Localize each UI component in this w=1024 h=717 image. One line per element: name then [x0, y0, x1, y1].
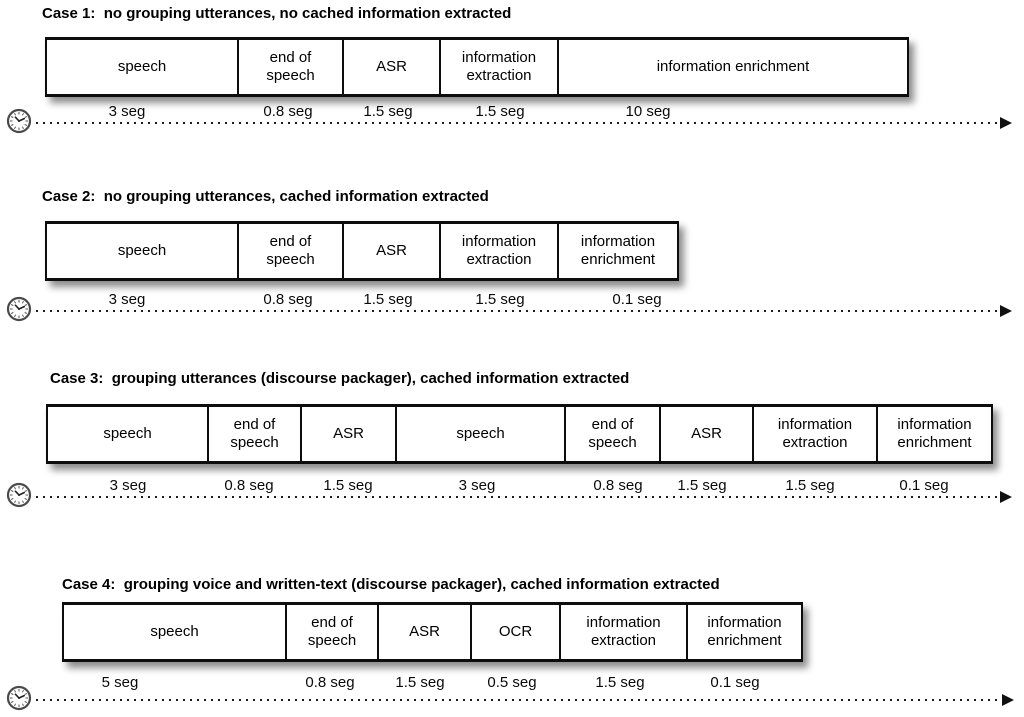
- duration-label: 3 seg: [109, 477, 147, 494]
- stage-label: ASR: [409, 623, 440, 641]
- stage-cell: information extraction: [439, 40, 557, 94]
- stage-cell: ASR: [377, 605, 470, 659]
- timeline-dotted-line: [36, 496, 1000, 498]
- duration-label: 0.1 seg: [612, 291, 662, 308]
- stage-cell: information enrichment: [876, 407, 991, 461]
- stage-cell: speech: [47, 224, 237, 278]
- duration-label: 3 seg: [108, 103, 146, 120]
- stage-label: end of speech: [307, 614, 357, 649]
- stage-label: information extraction: [461, 49, 537, 84]
- stage-cell: speech: [395, 407, 564, 461]
- stage-label: information enrichment: [656, 58, 810, 76]
- stage-label: information extraction: [586, 614, 661, 649]
- stage-box-row: speech end of speech ASR speech end of speec…: [46, 404, 993, 464]
- stage-label: end of speech: [266, 49, 315, 84]
- stage-label: information enrichment: [707, 614, 782, 649]
- duration-label: 1.5 seg: [363, 103, 413, 120]
- stage-cell: ASR: [342, 224, 439, 278]
- case-title: Case 4: grouping voice and written-text …: [62, 576, 720, 593]
- stage-cell: speech: [64, 605, 285, 659]
- duration-label: 0.8 seg: [305, 674, 355, 691]
- clock-icon: [6, 685, 32, 711]
- stage-box-row: speech end of speech ASR information extrac…: [45, 37, 909, 97]
- stage-label: information enrichment: [580, 233, 656, 268]
- duration-label: 0.8 seg: [263, 103, 313, 120]
- stage-cell: end of speech: [237, 40, 342, 94]
- timeline-arrow-icon: [1000, 117, 1012, 129]
- case-title: Case 1: no grouping utterances, no cache…: [42, 5, 512, 22]
- duration-label: 1.5 seg: [595, 674, 645, 691]
- duration-label: 1.5 seg: [323, 477, 373, 494]
- stage-label: end of speech: [230, 416, 279, 451]
- stage-label: end of speech: [588, 416, 637, 451]
- duration-label: 10 seg: [625, 103, 671, 120]
- duration-label: 1.5 seg: [677, 477, 727, 494]
- stage-label: speech: [117, 242, 167, 260]
- duration-label: 3 seg: [108, 291, 146, 308]
- clock-icon: [6, 296, 32, 322]
- timeline-dotted-line: [36, 699, 1002, 701]
- duration-label: 0.1 seg: [710, 674, 760, 691]
- stage-label: ASR: [376, 242, 407, 260]
- stage-label: speech: [150, 623, 199, 641]
- stage-box-row: speech end of speech ASR OCR information ext…: [62, 602, 803, 662]
- stage-box-row: speech end of speech ASR information extrac…: [45, 221, 679, 281]
- duration-label: 0.5 seg: [487, 674, 537, 691]
- stage-label: end of speech: [266, 233, 315, 268]
- duration-label: 0.8 seg: [593, 477, 643, 494]
- timeline-arrow-icon: [1000, 305, 1012, 317]
- timeline-arrow-icon: [1000, 491, 1012, 503]
- stage-label: speech: [103, 425, 152, 443]
- timeline-dotted-line: [36, 310, 1000, 312]
- duration-label: 0.8 seg: [224, 477, 274, 494]
- duration-label: 1.5 seg: [395, 674, 445, 691]
- stage-label: ASR: [691, 425, 722, 443]
- case-title: Case 3: grouping utterances (discourse p…: [50, 370, 630, 387]
- stage-cell: end of speech: [237, 224, 342, 278]
- stage-cell: ASR: [300, 407, 395, 461]
- stage-cell: information enrichment: [686, 605, 801, 659]
- stage-cell: speech: [48, 407, 207, 461]
- stage-cell: information extraction: [559, 605, 686, 659]
- duration-label: 5 seg: [101, 674, 139, 691]
- case-title: Case 2: no grouping utterances, cached i…: [42, 188, 489, 205]
- stage-cell: speech: [47, 40, 237, 94]
- clock-icon: [6, 482, 32, 508]
- stage-cell: end of speech: [285, 605, 377, 659]
- timeline-dotted-line: [36, 122, 1000, 124]
- duration-label: 0.1 seg: [899, 477, 949, 494]
- stage-cell: information enrichment: [557, 40, 907, 94]
- stage-label: information extraction: [461, 233, 537, 268]
- stage-cell: information enrichment: [557, 224, 677, 278]
- duration-label: 1.5 seg: [363, 291, 413, 308]
- duration-label: 0.8 seg: [263, 291, 313, 308]
- stage-label: information extraction: [777, 416, 853, 451]
- stage-label: information enrichment: [897, 416, 972, 451]
- timeline-arrow-icon: [1002, 694, 1014, 706]
- duration-label: 1.5 seg: [475, 103, 525, 120]
- stage-cell: end of speech: [564, 407, 659, 461]
- stage-label: ASR: [333, 425, 364, 443]
- stage-label: ASR: [376, 58, 407, 76]
- stage-cell: ASR: [342, 40, 439, 94]
- stage-cell: OCR: [470, 605, 559, 659]
- duration-label: 3 seg: [458, 477, 496, 494]
- duration-label: 1.5 seg: [785, 477, 835, 494]
- stage-cell: ASR: [659, 407, 752, 461]
- stage-cell: information extraction: [752, 407, 876, 461]
- stage-label: speech: [456, 425, 505, 443]
- clock-icon: [6, 108, 32, 134]
- stage-cell: end of speech: [207, 407, 300, 461]
- duration-label: 1.5 seg: [475, 291, 525, 308]
- stage-label: OCR: [498, 623, 533, 641]
- stage-label: speech: [117, 58, 167, 76]
- stage-cell: information extraction: [439, 224, 557, 278]
